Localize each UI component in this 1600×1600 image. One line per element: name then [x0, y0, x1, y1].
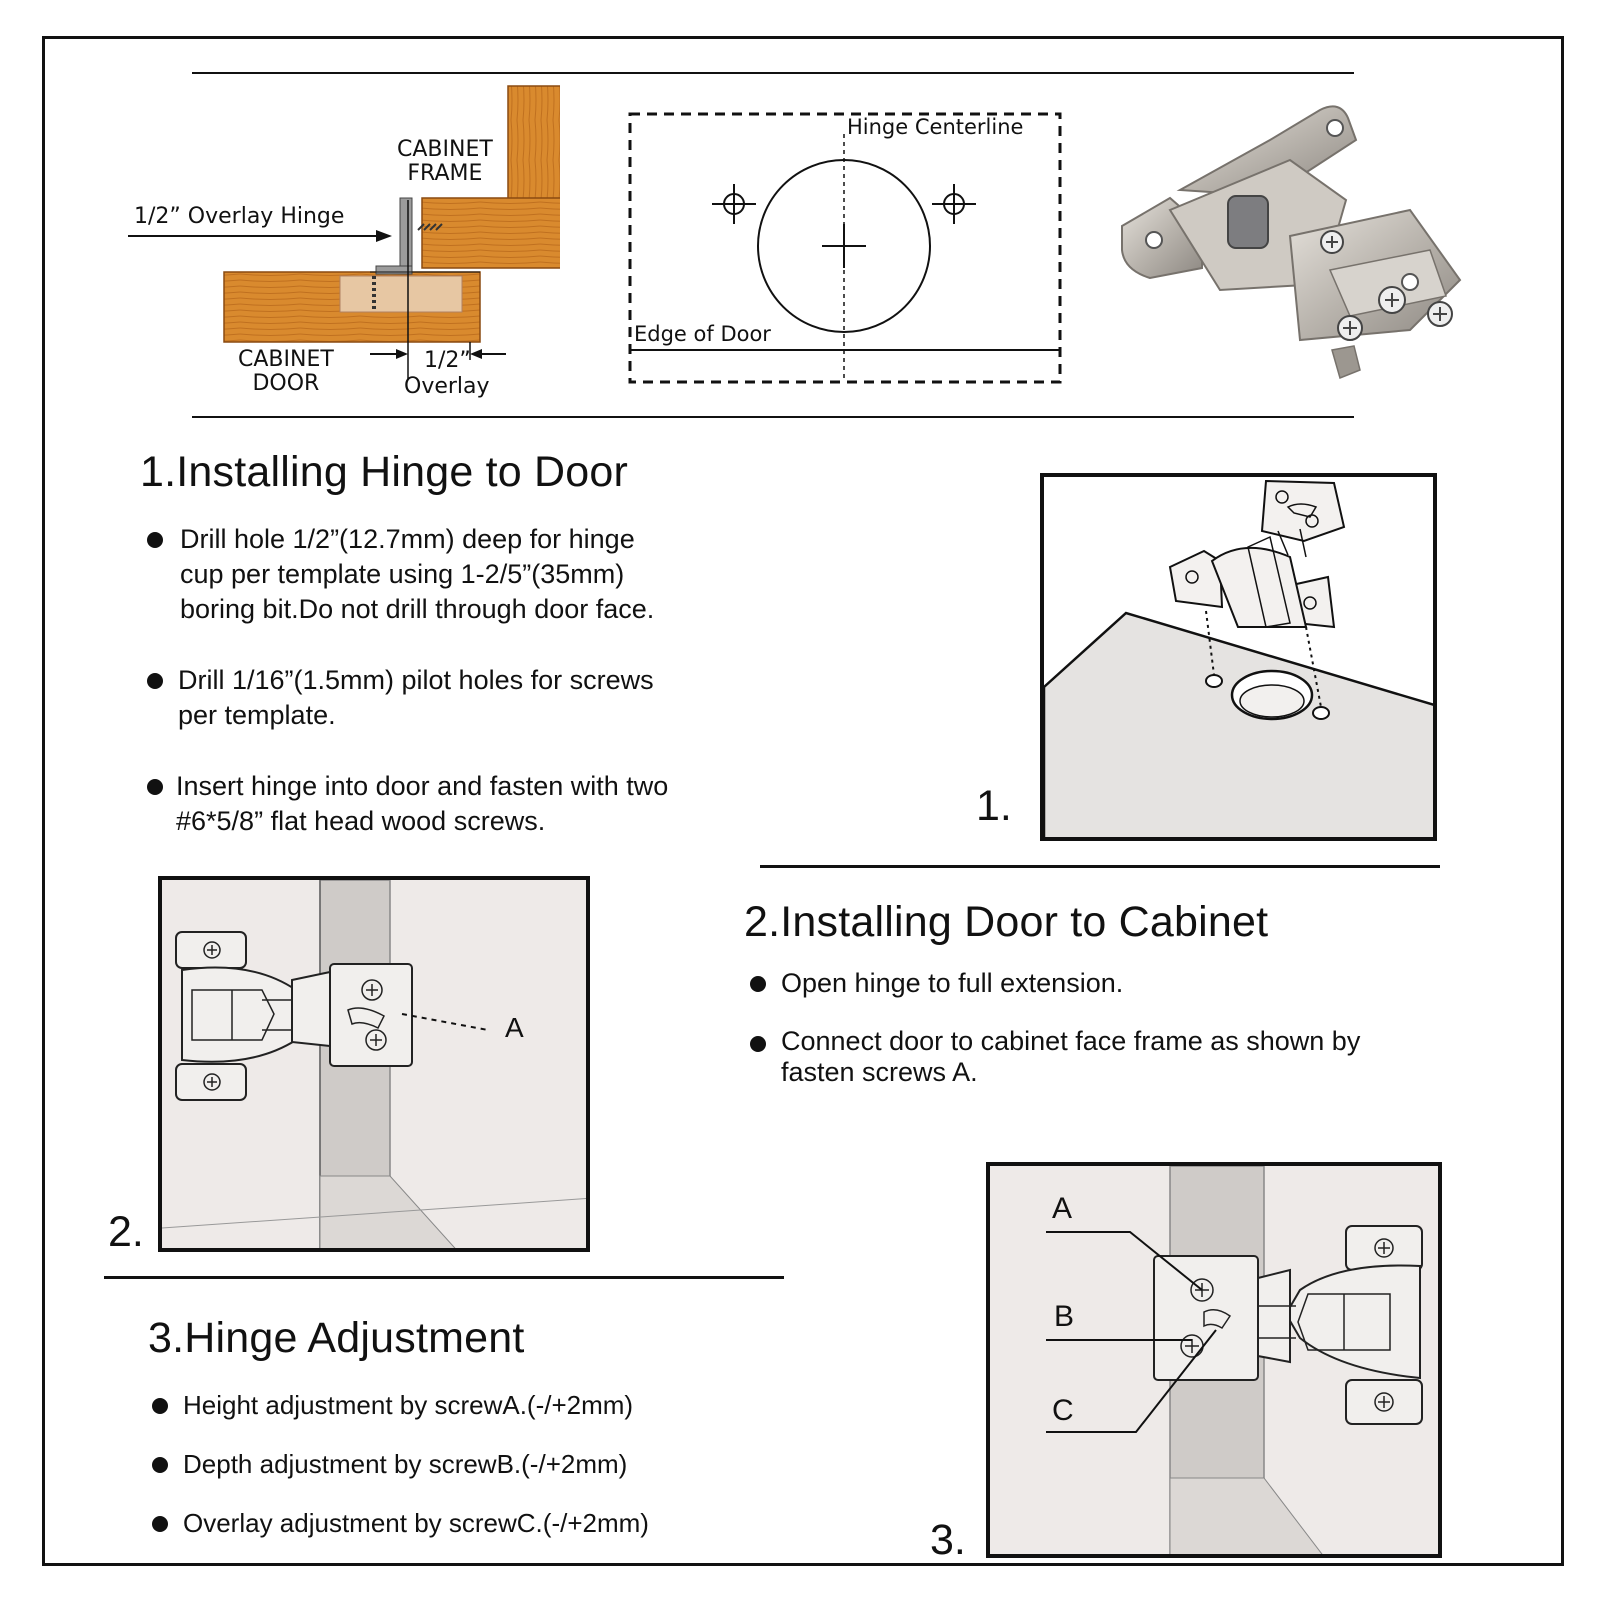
frame-stile	[507, 85, 560, 205]
section2-title: 2.Installing Door to Cabinet	[744, 898, 1269, 946]
cabinet-frame-label: CABINET FRAME	[397, 138, 493, 186]
section3-step-1: Height adjustment by screwA.(-/+2mm)	[147, 1388, 787, 1423]
frame-rail	[421, 197, 560, 269]
section1-title: 1.Installing Hinge to Door	[140, 448, 629, 496]
section3-step-2: Depth adjustment by screwB.(-/+2mm)	[147, 1447, 787, 1482]
cabinet-door-label: CABINET DOOR	[238, 348, 334, 396]
section1-step-2-line2: per template.	[178, 700, 336, 730]
figure1-panel	[1040, 473, 1437, 841]
cup-hole-circle	[757, 159, 931, 333]
header-bottom-rule	[192, 416, 1354, 418]
section1-step-1-line1: Drill hole 1/2”(12.7mm) deep for hinge	[180, 524, 635, 554]
figure3-panel	[986, 1162, 1442, 1558]
overlay-diagram	[128, 85, 560, 380]
hinge-product-image	[1121, 105, 1462, 380]
section2-step-1: Open hinge to full extension.	[745, 966, 1465, 1001]
overlay-label: Overlay	[404, 374, 490, 399]
figure2-callout-a: A	[505, 1012, 524, 1043]
figure3-callout-a: A	[1052, 1192, 1073, 1225]
figure2-drawing	[162, 880, 586, 1248]
section3-step-3: Overlay adjustment by screwC.(-/+2mm)	[147, 1506, 787, 1541]
edge-of-door-label: Edge of Door	[634, 322, 771, 346]
overlay-value: 1/2”	[424, 348, 471, 373]
section3-steps: Height adjustment by screwA.(-/+2mm) Dep…	[147, 1388, 787, 1541]
cabinet-frame-label-line2: FRAME	[407, 161, 483, 186]
overlay-hinge-label: 1/2” Overlay Hinge	[134, 204, 345, 229]
figure1-drawing	[1044, 479, 1433, 837]
hinge-plate	[399, 197, 413, 269]
section3-title: 3.Hinge Adjustment	[148, 1314, 525, 1362]
pilot-hole-left	[712, 184, 756, 224]
page-frame	[42, 36, 1564, 1566]
figure2-panel	[158, 876, 590, 1252]
section1-step-3-line2: #6*5/8” flat head wood screws.	[176, 806, 546, 836]
figure3-callout-c: C	[1052, 1394, 1074, 1427]
section1-step-1: Drill hole 1/2”(12.7mm) deep for hinge c…	[142, 522, 742, 627]
section1-steps: Drill hole 1/2”(12.7mm) deep for hinge c…	[142, 522, 742, 839]
hinge-cup-recess	[339, 275, 463, 313]
section2-steps: Open hinge to full extension. Connect do…	[745, 966, 1465, 1088]
figure3-drawing	[1046, 1166, 1423, 1554]
section2-step-2-line2: fasten screws A.	[781, 1057, 978, 1087]
drilling-template	[628, 112, 1062, 384]
hinge-centerline-label: Hinge Centerline	[847, 115, 1024, 139]
section2-top-rule	[760, 865, 1440, 868]
figure3-number: 3.	[930, 1516, 966, 1564]
section1-step-3: Insert hinge into door and fasten with t…	[142, 769, 742, 839]
top-rule	[192, 72, 1354, 74]
cabinet-door-label-line1: CABINET	[238, 347, 334, 372]
section2-step-1-line1: Open hinge to full extension.	[781, 968, 1124, 998]
section1-step-1-line2: cup per template using 1-2/5”(35mm)	[180, 559, 625, 589]
figure3-callout-b: B	[1054, 1300, 1075, 1333]
section2-step-2-line1: Connect door to cabinet face frame as sh…	[781, 1026, 1361, 1056]
pilot-hole-right	[932, 184, 976, 224]
section1-step-2: Drill 1/16”(1.5mm) pilot holes for screw…	[142, 663, 742, 733]
cabinet-frame-label-line1: CABINET	[397, 137, 493, 162]
section1-step-2-line1: Drill 1/16”(1.5mm) pilot holes for screw…	[178, 665, 654, 695]
figure2-number: 2.	[108, 1208, 144, 1256]
section3-top-rule	[104, 1276, 784, 1279]
section1-step-3-line1: Insert hinge into door and fasten with t…	[176, 771, 669, 801]
section2-step-2: Connect door to cabinet face frame as sh…	[745, 1026, 1465, 1088]
cabinet-door-label-line2: DOOR	[252, 371, 320, 396]
section1-step-1-line3: boring bit.Do not drill through door fac…	[180, 594, 655, 624]
figure1-number: 1.	[976, 782, 1012, 830]
